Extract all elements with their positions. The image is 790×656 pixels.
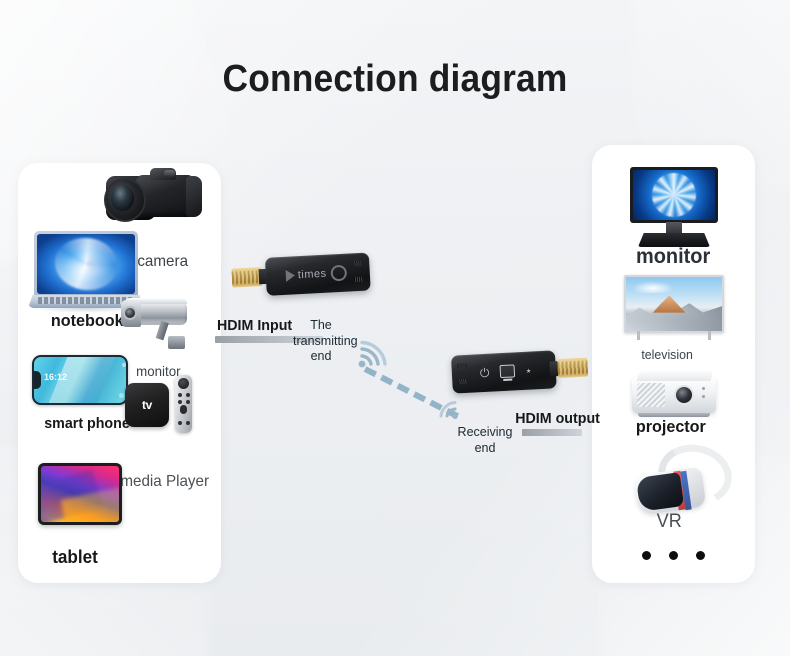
tablet-icon [38, 463, 122, 525]
device-television [624, 275, 728, 345]
cctv-wall-mount [168, 336, 185, 349]
monitor-screen [633, 170, 715, 220]
projector-top [636, 371, 714, 381]
remote-button-6 [186, 421, 190, 425]
device-media-player: tv [125, 375, 199, 437]
vr-face-cushion [635, 472, 685, 512]
remote-button-1 [178, 393, 182, 397]
laptop-keyboard [38, 297, 134, 304]
smartphone-icon [32, 355, 128, 405]
camera-dial [164, 170, 175, 177]
transmitter-vent-top [353, 260, 363, 267]
display-devices-panel: monitor television projector [592, 145, 755, 583]
device-label-camera: camera [137, 253, 189, 270]
transmitter-brand-text: times [297, 267, 327, 282]
projector-foot [638, 413, 710, 417]
device-vr [633, 437, 738, 516]
device-label-tablet: tablet [52, 547, 98, 567]
projector-indicator-2 [702, 395, 705, 398]
remote-touchpad [178, 378, 189, 389]
device-label-monitor-cctv: monitor [136, 363, 181, 379]
monitor-wallpaper-flower [652, 173, 696, 217]
monitor-base [638, 233, 710, 247]
desktop-monitor-icon [630, 167, 718, 223]
dot-2 [669, 551, 678, 560]
television-screen [626, 277, 722, 331]
smartphone-clock: 16:12 [44, 372, 68, 382]
device-smart-phone: 16:12 [32, 355, 132, 407]
page-title: Connection diagram [222, 58, 568, 100]
device-label-media-player: media Player [120, 473, 210, 490]
camera-lens-glass [111, 185, 134, 211]
camera-grip [186, 176, 202, 217]
apple-tv-icon [125, 383, 169, 427]
smartphone-camera-dot-2 [119, 393, 124, 398]
laptop-screen [37, 234, 135, 294]
dot-1 [642, 551, 651, 560]
television-icon [624, 275, 724, 333]
receiving-end-label: Receiving end [457, 425, 513, 455]
hdmi-input-label: HDIM Input [216, 317, 293, 334]
wifi-arcs-svg [358, 340, 387, 368]
cctv-lens [123, 306, 137, 320]
transmitting-end-label: The transmitting end [293, 318, 358, 364]
wifi-signal-icon-receive [428, 392, 464, 429]
play-triangle-icon [285, 269, 296, 282]
projector-lens [674, 385, 694, 405]
receiver-vent-bottom [458, 378, 468, 385]
power-glyph-icon: ⏻ [479, 365, 490, 381]
smartphone-notch [34, 371, 41, 389]
wifi-glyph-icon: ⋆ [524, 363, 533, 378]
smartphone-screen [34, 357, 126, 403]
remote-button-4 [186, 400, 190, 404]
monitor-neck [666, 222, 682, 235]
device-projector [632, 371, 718, 421]
cctv-sunshield [125, 298, 187, 304]
device-label-vr: VR [656, 511, 682, 532]
source-devices-panel: camera notebook monitor 16: [18, 163, 221, 583]
hdmi-connector-male-2 [557, 357, 589, 379]
device-tablet [38, 463, 128, 529]
device-monitor-cctv [113, 296, 203, 354]
transmitter-vent-bottom [354, 276, 364, 283]
transmitter-dongle: times [231, 252, 373, 303]
television-leg-left [637, 331, 640, 340]
remote-button-3 [178, 400, 182, 404]
smartphone-camera-dot [122, 363, 126, 367]
remote-button-5 [178, 421, 182, 425]
remote-button-menu [180, 405, 187, 414]
device-label-projector: projector [635, 417, 706, 436]
projector-indicator-1 [702, 387, 705, 390]
device-label-smart-phone: smart phone [44, 415, 130, 432]
apple-tv-remote [175, 375, 192, 433]
screen-mirror-icon [499, 364, 516, 379]
device-label-notebook: notebook [50, 311, 124, 330]
receiver-vent-top [457, 362, 467, 369]
hdmi-output-label: HDIM output [515, 410, 600, 427]
more-devices-indicator [642, 551, 705, 560]
hdmi-input-bar [215, 336, 323, 343]
tablet-screen [41, 466, 119, 522]
remote-button-2 [186, 393, 190, 397]
apple-tv-logo: tv [141, 398, 153, 412]
laptop-shadow [30, 308, 142, 313]
laptop-icon [34, 231, 138, 297]
hdmi-output-bar [522, 429, 582, 436]
device-label-television: television [641, 347, 693, 362]
device-camera [102, 167, 212, 227]
wifi-signal-icon-transmit [352, 338, 392, 377]
device-label-display-monitor: monitor [635, 245, 711, 268]
tv-wallpaper-peak [652, 295, 686, 313]
television-leg-right [708, 331, 711, 340]
tv-wallpaper-sky [631, 281, 674, 294]
wifi-arcs-svg-2 [439, 401, 458, 419]
device-display-monitor [630, 167, 720, 249]
projector-vent [637, 383, 665, 407]
dot-3 [696, 551, 705, 560]
device-notebook [28, 231, 148, 315]
receiver-dongle: ⏻ ⋆ [450, 348, 593, 399]
